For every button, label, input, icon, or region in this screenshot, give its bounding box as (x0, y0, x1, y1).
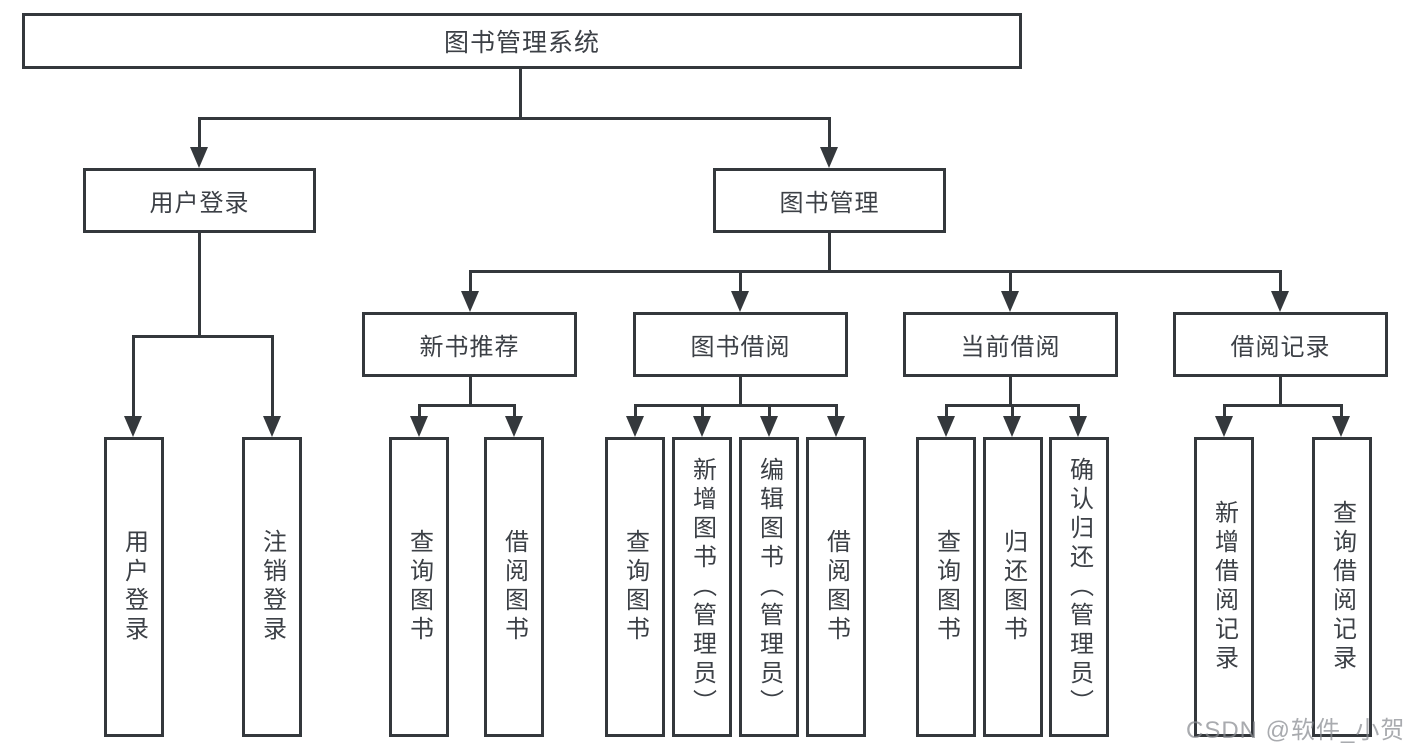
csdn-watermark: CSDN @软件_小贺同学 (1186, 717, 1405, 744)
connector-line (198, 117, 201, 149)
connector-line (132, 335, 135, 418)
node-label: 图书借阅 (690, 334, 791, 361)
leaf-label: 归还图书 (999, 529, 1027, 645)
leaf-label: 查询图书 (405, 529, 433, 645)
connector-line (739, 270, 742, 293)
arrow-down-icon (461, 291, 479, 312)
leaf-label: 注销登录 (258, 529, 286, 645)
connector-line (1223, 404, 1226, 418)
leaf-label: 用户登录 (120, 529, 148, 645)
arrow-down-icon (693, 416, 711, 437)
connector-line (634, 404, 637, 418)
connector-line (1009, 375, 1012, 406)
leaf-label: 借阅图书 (822, 529, 850, 645)
leaf-label: 查询图书 (621, 529, 649, 645)
arrow-down-icon (731, 291, 749, 312)
leaf-label: 确认归还（管理员） (1065, 456, 1093, 718)
connector-line (1009, 270, 1012, 293)
node-new-book-recommend: 新书推荐 (362, 312, 577, 377)
node-book-management: 图书管理 (713, 168, 946, 233)
connector-line (1279, 270, 1282, 293)
arrow-down-icon (1332, 416, 1350, 437)
connector-line (418, 404, 516, 407)
leaf-query-books-current: 查询图书 (916, 437, 976, 737)
leaf-add-borrow-record: 新增借阅记录 (1194, 437, 1254, 737)
connector-line (701, 404, 704, 418)
arrow-down-icon (1069, 416, 1087, 437)
connector-line (271, 335, 274, 418)
connector-line (132, 335, 273, 338)
connector-line (198, 117, 831, 120)
connector-line (418, 404, 421, 418)
connector-line (828, 232, 831, 273)
arrow-down-icon (820, 147, 838, 168)
node-current-borrowing: 当前借阅 (903, 312, 1118, 377)
leaf-borrow-books-recommend: 借阅图书 (484, 437, 544, 737)
connector-line (634, 404, 838, 407)
connector-line (1011, 404, 1014, 418)
leaf-query-books-recommend: 查询图书 (389, 437, 449, 737)
connector-line (1279, 375, 1282, 406)
node-label: 当前借阅 (960, 334, 1061, 361)
node-label: 借阅记录 (1230, 334, 1331, 361)
leaf-edit-book-admin: 编辑图书（管理员） (739, 437, 799, 737)
node-root-library-system: 图书管理系统 (22, 13, 1022, 69)
arrow-down-icon (124, 416, 142, 437)
arrow-down-icon (1271, 291, 1289, 312)
leaf-label: 借阅图书 (500, 529, 528, 645)
arrow-down-icon (190, 147, 208, 168)
node-book-borrowing: 图书借阅 (633, 312, 848, 377)
connector-line (469, 270, 1282, 273)
connector-line (513, 404, 516, 418)
connector-line (768, 404, 771, 418)
leaf-logout: 注销登录 (242, 437, 302, 737)
leaf-borrow-books-borrowing: 借阅图书 (806, 437, 866, 737)
leaf-user-login: 用户登录 (104, 437, 164, 737)
arrow-down-icon (760, 416, 778, 437)
arrow-down-icon (937, 416, 955, 437)
leaf-label: 查询借阅记录 (1328, 500, 1356, 674)
node-label: 用户登录 (149, 190, 250, 217)
connector-line (519, 69, 522, 118)
arrow-down-icon (626, 416, 644, 437)
arrow-down-icon (827, 416, 845, 437)
arrow-down-icon (1215, 416, 1233, 437)
leaf-label: 新增图书（管理员） (688, 456, 716, 718)
connector-line (945, 404, 948, 418)
connector-line (835, 404, 838, 418)
node-label: 图书管理 (779, 190, 880, 217)
leaf-query-borrow-record: 查询借阅记录 (1312, 437, 1372, 737)
connector-line (469, 270, 472, 293)
connector-line (198, 232, 201, 337)
arrow-down-icon (1001, 291, 1019, 312)
connector-line (1340, 404, 1343, 418)
connector-line (828, 117, 831, 149)
connector-line (1077, 404, 1080, 418)
leaf-confirm-return-admin: 确认归还（管理员） (1049, 437, 1109, 737)
leaf-query-books-borrowing: 查询图书 (605, 437, 665, 737)
node-label: 新书推荐 (419, 334, 520, 361)
arrow-down-icon (410, 416, 428, 437)
node-borrowing-records: 借阅记录 (1173, 312, 1388, 377)
leaf-label: 新增借阅记录 (1210, 500, 1238, 674)
connector-line (739, 375, 742, 406)
connector-line (469, 375, 472, 406)
leaf-add-book-admin: 新增图书（管理员） (672, 437, 732, 737)
node-user-login: 用户登录 (83, 168, 316, 233)
leaf-return-book: 归还图书 (983, 437, 1043, 737)
arrow-down-icon (263, 416, 281, 437)
connector-line (1223, 404, 1343, 407)
arrow-down-icon (1003, 416, 1021, 437)
leaf-label: 查询图书 (932, 529, 960, 645)
leaf-label: 编辑图书（管理员） (755, 456, 783, 718)
node-label: 图书管理系统 (443, 29, 600, 57)
arrow-down-icon (505, 416, 523, 437)
